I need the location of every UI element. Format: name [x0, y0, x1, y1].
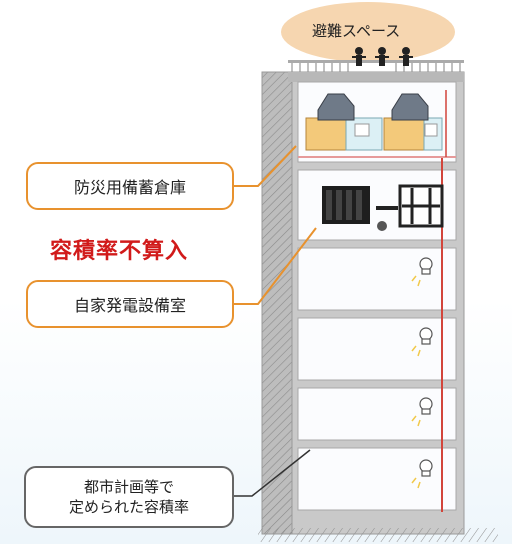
light-bulb-icon — [419, 257, 433, 477]
not-counted-heading: 容積率不算入 — [50, 239, 189, 264]
far-label-line2: 定められた容積率 — [68, 498, 189, 516]
people-icon — [352, 47, 413, 66]
far-label-line1: 都市計画等で — [83, 477, 174, 496]
generator-icon — [322, 184, 444, 231]
storage-boxes-icon — [305, 93, 443, 151]
stair-core — [261, 71, 293, 535]
generator-callout: 自家発電設備室 — [26, 280, 234, 328]
roof-railing — [288, 60, 464, 72]
far-callout: 都市計画等で 定められた容積率 — [24, 466, 234, 528]
storage-label: 防災用備蓄倉庫 — [73, 178, 186, 197]
evacuation-space-bubble — [281, 2, 455, 62]
ground-hatch — [258, 528, 498, 542]
generator-leader — [234, 227, 317, 305]
generator-label: 自家発電設備室 — [73, 296, 186, 315]
storage-leader — [234, 145, 297, 187]
storage-callout: 防災用備蓄倉庫 — [26, 162, 234, 210]
far-leader — [234, 449, 311, 497]
evacuation-space-label: 避難スペース — [312, 22, 401, 40]
